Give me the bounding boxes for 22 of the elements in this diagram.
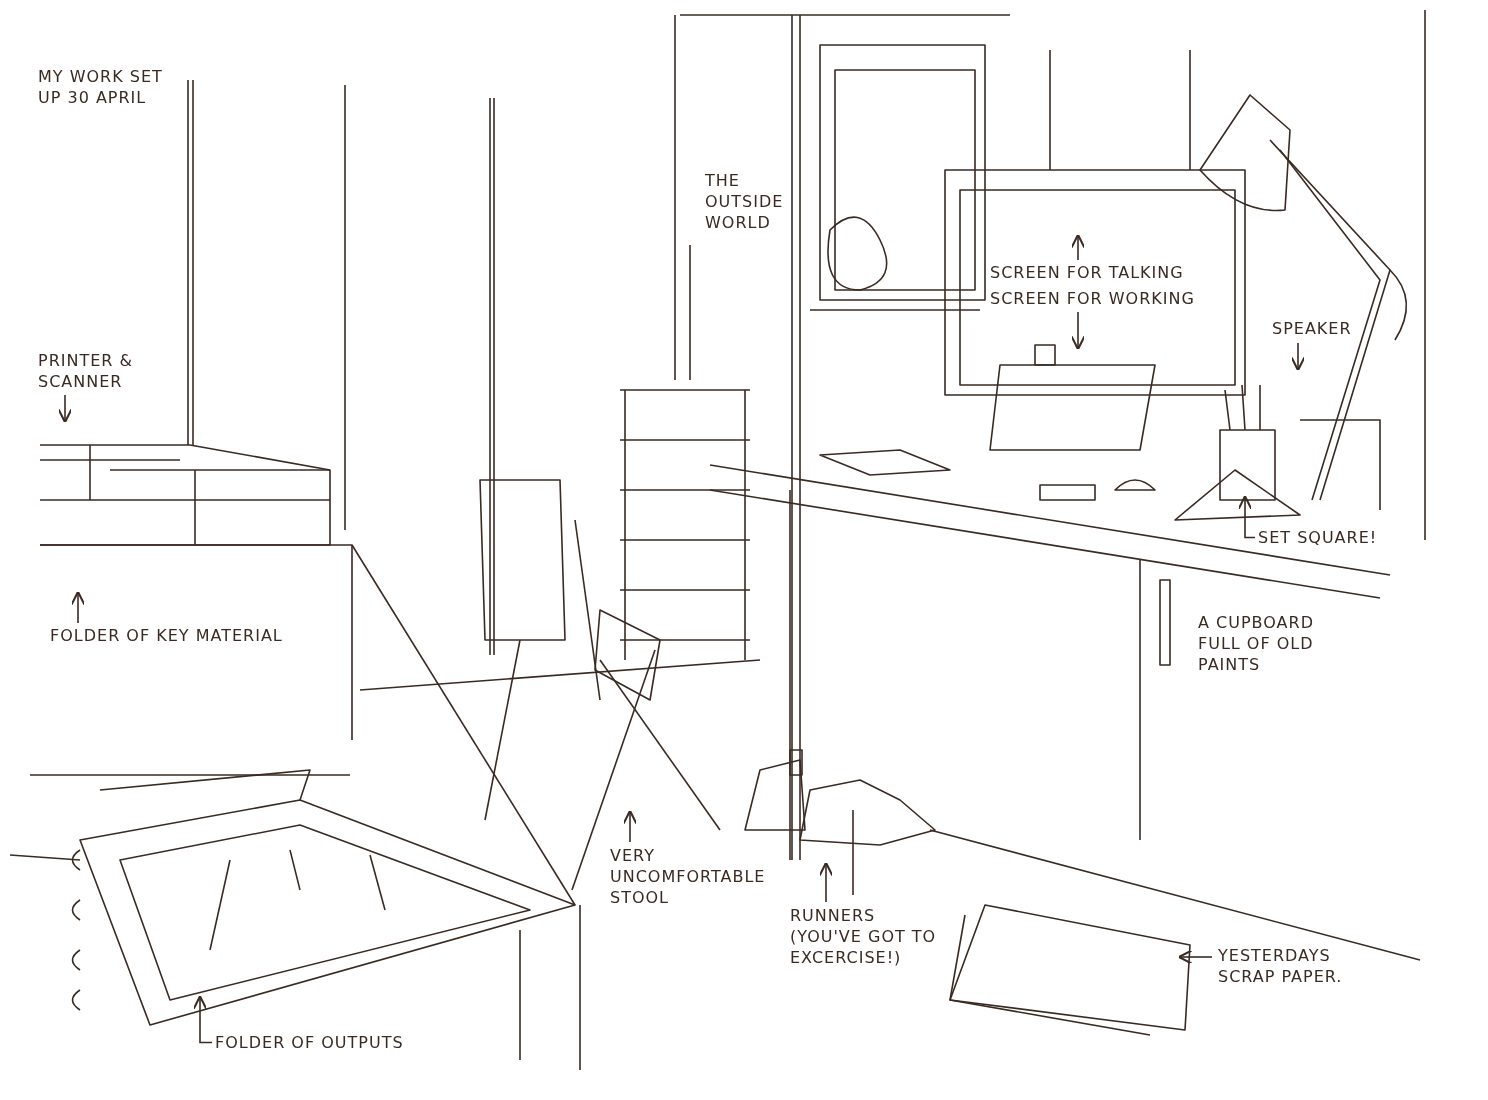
sketch-title: MY WORK SET UP 30 APRIL (38, 66, 164, 108)
callout-label: FOLDER OF OUTPUTS (215, 1032, 445, 1053)
callout-label: SET SQUARE! (1258, 527, 1408, 548)
leader-arrow (1237, 495, 1256, 539)
leader-arrow (57, 394, 73, 424)
callout-label: SCREEN FOR TALKING (990, 262, 1220, 283)
callout-label: SCREEN FOR WORKING (990, 288, 1220, 309)
leader-arrow (192, 995, 213, 1044)
callout-label: RUNNERS (YOU'VE GOT TO EXCERCISE!) (790, 905, 940, 968)
callout-label: A CUPBOARD FULL OF OLD PAINTS (1198, 612, 1315, 675)
leader-arrow (70, 590, 86, 624)
callout-label: PRINTER & SCANNER (38, 350, 153, 392)
leader-arrow (1177, 949, 1213, 965)
leader-arrow (622, 809, 638, 843)
leader-arrow (1290, 342, 1306, 372)
callout-label: VERY UNCOMFORTABLE STOOL (610, 845, 770, 908)
leader-arrow (818, 861, 834, 903)
callout-label: FOLDER OF KEY MATERIAL (50, 625, 300, 646)
callout-label: YESTERDAYS SCRAP PAPER. (1218, 945, 1348, 987)
callout-label: THE OUTSIDE WORLD (705, 170, 780, 233)
leader-arrow (1070, 233, 1086, 261)
leader-arrow (1070, 311, 1086, 351)
